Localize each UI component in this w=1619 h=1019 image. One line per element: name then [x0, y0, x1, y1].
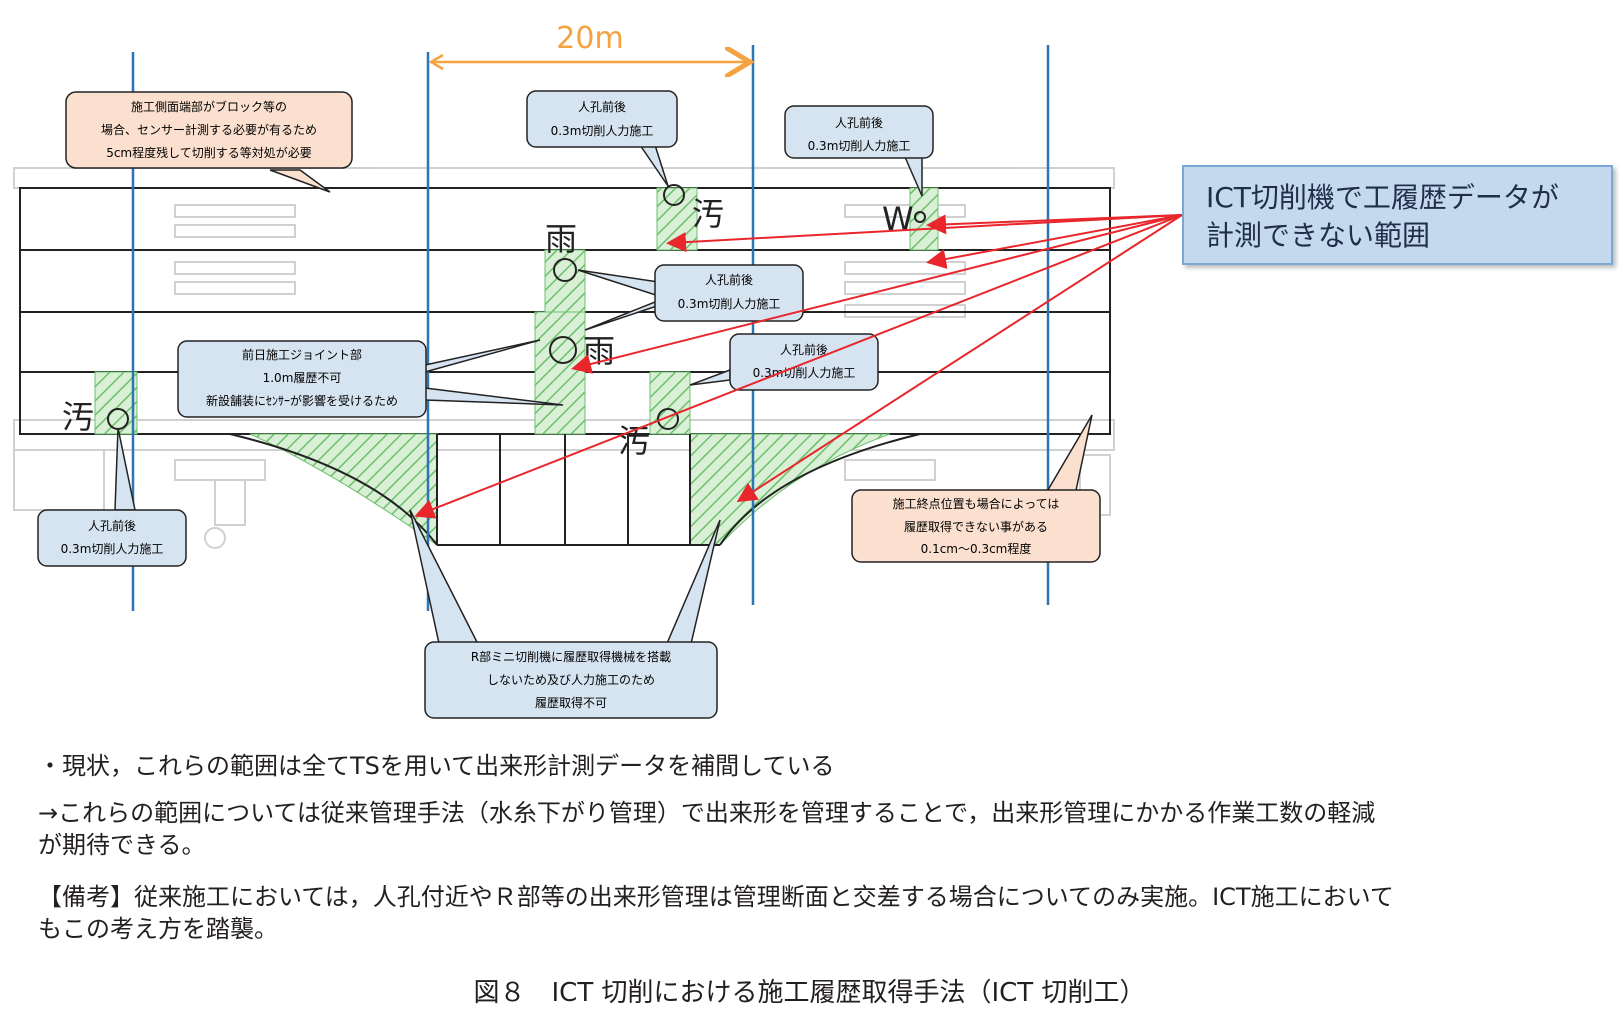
note-remarks: 【備考】従来施工においては，人孔付近やＲ部等の出来形管理は管理断面と交差する場合… [38, 881, 1598, 945]
callout-joint: 前日施工ジョイント部 1.0m履歴不可 新設舗装にｾﾝｻｰが影響を受けるため [177, 340, 427, 418]
callout-manhole-b: 人孔前後 0.3m切削人力施工 [784, 105, 934, 159]
r-section-frame [229, 433, 921, 546]
manhole [657, 408, 679, 430]
note-line: ・現状，これらの範囲は全てTSを用いて出来形計測データを補間している [38, 752, 835, 780]
manhole-mark: 汚 [62, 398, 94, 436]
svg-text:場合、センサー計測する必要が有るため: 場合、センサー計測する必要が有るため [101, 122, 317, 137]
svg-text:履歴取得できない事がある: 履歴取得できない事がある [904, 519, 1048, 534]
note-current-status: ・現状，これらの範囲は全てTSを用いて出来形計測データを補間している [38, 750, 1598, 782]
callout-side-edge: 施工側面端部がブロック等の 場合、センサー計測する必要が有るため 5cm程度残し… [65, 91, 353, 169]
svg-text:人孔前後: 人孔前後 [705, 272, 753, 287]
manhole-mark: W [882, 200, 914, 238]
manhole-mark: 汚 [618, 422, 650, 460]
callout-manhole-e: 人孔前後 0.3m切削人力施工 [37, 509, 187, 567]
svg-text:施工側面端部がブロック等の: 施工側面端部がブロック等の [131, 99, 287, 114]
manhole [549, 336, 577, 364]
svg-text:履歴取得不可: 履歴取得不可 [535, 695, 607, 710]
svg-text:前日施工ジョイント部: 前日施工ジョイント部 [242, 347, 362, 362]
manhole [553, 258, 577, 282]
callout-r-section: R部ミニ切削機に履歴取得機械を搭載 しないため及び人力施工のため 履歴取得不可 [424, 641, 718, 719]
ict-callout-text: ICT切削機で工履歴データが計測できない範囲 [1206, 181, 1559, 252]
callout-manhole-a: 人孔前後 0.3m切削人力施工 [526, 90, 678, 148]
figure-caption: 図８ ICT 切削における施工履歴取得手法（ICT 切削工） [473, 978, 1146, 1008]
svg-text:0.3m切削人力施工: 0.3m切削人力施工 [678, 297, 781, 311]
road-cutting-diagram: 汚 W 雨 雨 汚 汚 20m 施工側面端部がブロック等の 場合、 [13, 21, 1183, 719]
svg-text:0.3m切削人力施工: 0.3m切削人力施工 [551, 124, 654, 138]
svg-text:5cm程度残して切削する等対処が必要: 5cm程度残して切削する等対処が必要 [106, 145, 312, 160]
manholes [107, 184, 926, 430]
svg-text:R部ミニ切削機に履歴取得機械を搭載: R部ミニ切削機に履歴取得機械を搭載 [471, 649, 671, 664]
svg-text:人孔前後: 人孔前後 [780, 342, 828, 357]
svg-text:人孔前後: 人孔前後 [835, 115, 883, 130]
red-arrows [414, 214, 1183, 519]
ict-unmeasurable-callout: ICT切削機で工履歴データが計測できない範囲 [1182, 165, 1613, 265]
note-line: もこの考え方を踏襲。 [38, 915, 278, 943]
svg-text:0.3m切削人力施工: 0.3m切削人力施工 [61, 542, 164, 556]
svg-text:1.0m履歴不可: 1.0m履歴不可 [263, 371, 342, 385]
callout-end-point: 施工終点位置も場合によっては 履歴取得できない事がある 0.1cm～0.3cm程… [851, 489, 1101, 563]
svg-text:施工終点位置も場合によっては: 施工終点位置も場合によっては [893, 496, 1060, 511]
note-line: 【備考】従来施工においては，人孔付近やＲ部等の出来形管理は管理断面と交差する場合… [38, 883, 1394, 911]
note-line: が期待できる。 [38, 831, 206, 859]
svg-text:0.3m切削人力施工: 0.3m切削人力施工 [753, 366, 856, 380]
svg-text:0.1cm～0.3cm程度: 0.1cm～0.3cm程度 [921, 541, 1032, 556]
note-expected-benefit: →これらの範囲については従来管理手法（水糸下がり管理）で出来形を管理することで，… [38, 797, 1598, 861]
dimension-label: 20m [556, 21, 623, 56]
manhole [663, 184, 685, 206]
svg-text:0.3m切削人力施工: 0.3m切削人力施工 [808, 139, 911, 153]
svg-text:人孔前後: 人孔前後 [578, 99, 626, 114]
manhole-mark: 汚 [692, 195, 724, 233]
manhole-mark: 雨 [545, 220, 577, 258]
dimension-20m: 20m [428, 21, 750, 69]
svg-text:しないため及び人力施工のため: しないため及び人力施工のため [487, 673, 655, 687]
note-line: →これらの範囲については従来管理手法（水糸下がり管理）で出来形を管理することで，… [38, 799, 1376, 827]
callout-pointers [114, 144, 1093, 649]
svg-text:人孔前後: 人孔前後 [88, 518, 136, 533]
callout-manhole-c: 人孔前後 0.3m切削人力施工 [654, 264, 804, 322]
svg-text:新設舗装にｾﾝｻｰが影響を受けるため: 新設舗装にｾﾝｻｰが影響を受けるため [206, 393, 398, 408]
manhole [914, 211, 926, 223]
